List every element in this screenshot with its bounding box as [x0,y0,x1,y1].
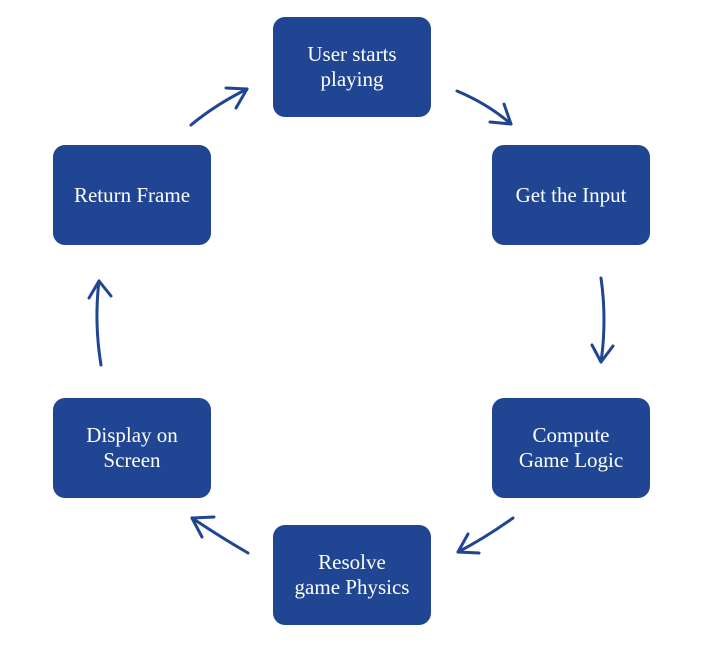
node-label-line: Game Logic [518,448,624,472]
node-return-frame: Return Frame [53,145,211,245]
node-label-line: Resolve [318,550,386,574]
arrow-start-to-input [455,89,513,126]
arrow-input-to-logic [590,276,615,364]
node-label-line: User starts [307,42,397,66]
node-label-line: Display on [86,423,178,447]
arrow-physics-to-display [190,515,250,555]
node-label-line: Get the Input [515,182,627,207]
arrow-logic-to-physics [456,516,515,555]
node-display-on-screen: Display on Screen [53,398,211,498]
node-label-line: game Physics [294,575,410,599]
node-label-line: Compute [532,423,610,447]
node-compute-game-logic: Compute Game Logic [492,398,650,498]
node-label-line: Return Frame [73,182,191,207]
arrow-return-to-start [189,86,249,127]
node-label-line: playing [320,67,384,91]
node-user-starts-playing: User starts playing [273,17,431,117]
node-label-line: Screen [103,448,161,472]
node-resolve-game-physics: Resolve game Physics [273,525,431,625]
node-get-the-input: Get the Input [492,145,650,245]
arrow-display-to-return [87,279,113,367]
